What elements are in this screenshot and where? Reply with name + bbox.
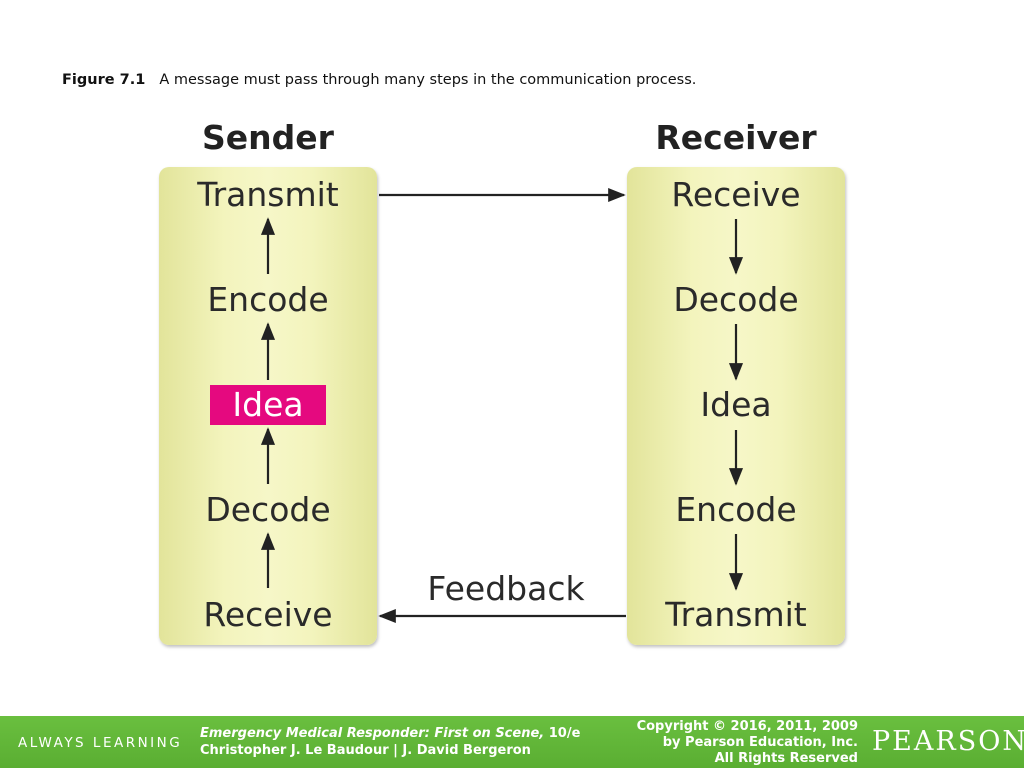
book-authors: Christopher J. Le Baudour | J. David Ber…	[200, 743, 531, 758]
receiver-step-idea: Idea	[700, 385, 772, 424]
sender-idea-highlight	[210, 385, 326, 425]
copyright-line-2: by Pearson Education, Inc.	[662, 735, 858, 750]
pearson-logo: PEARSON	[872, 726, 1024, 757]
sender-step-receive: Receive	[203, 595, 333, 634]
sender-step-decode: Decode	[205, 490, 331, 529]
receiver-step-transmit: Transmit	[665, 595, 807, 634]
book-info: Emergency Medical Responder: First on Sc…	[200, 725, 580, 759]
figure-caption: Figure 7.1 A message must pass through ma…	[62, 72, 696, 88]
copyright-line-3: All Rights Reserved	[714, 751, 858, 766]
copyright-line-1: Copyright © 2016, 2011, 2009	[636, 719, 858, 734]
footer-bar: ALWAYS LEARNING Emergency Medical Respon…	[0, 716, 1024, 768]
sender-step-idea: Idea	[232, 385, 304, 424]
figure-label: Figure 7.1	[62, 72, 146, 88]
receiver-title: Receiver	[655, 118, 817, 157]
feedback-label: Feedback	[427, 569, 585, 608]
sender-step-transmit: Transmit	[197, 175, 339, 214]
sender-step-encode: Encode	[207, 280, 329, 319]
receiver-step-decode: Decode	[673, 280, 799, 319]
book-edition: 10/e	[544, 726, 581, 741]
copyright-notice: Copyright © 2016, 2011, 2009 by Pearson …	[637, 719, 858, 767]
receiver-step-encode: Encode	[675, 490, 797, 529]
footer-tagline: ALWAYS LEARNING	[18, 735, 183, 751]
receiver-step-receive: Receive	[671, 175, 801, 214]
book-title: Emergency Medical Responder: First on Sc…	[200, 726, 545, 741]
figure-caption-text: A message must pass through many steps i…	[159, 72, 697, 88]
sender-title: Sender	[202, 118, 334, 157]
